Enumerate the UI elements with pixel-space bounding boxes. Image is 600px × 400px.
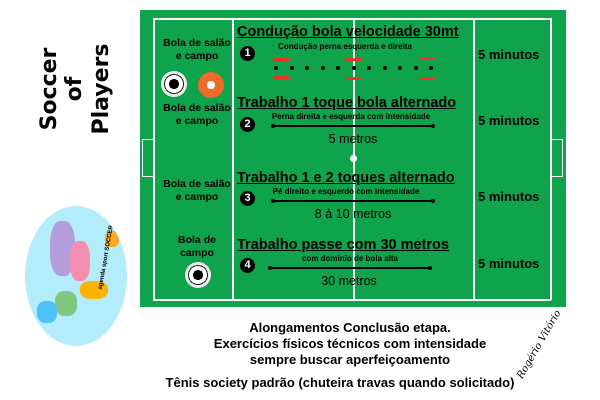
cone-dots [274, 66, 434, 70]
drill-3-distance: 8 à 10 metros [314, 207, 392, 221]
brand-of: of [62, 76, 87, 102]
drill-2-title: Trabalho 1 toque bola alternado [237, 95, 457, 111]
ball-label-1: Bola de salão e campo [163, 37, 231, 62]
drill-1-title: Condução bola velocidade 30mt [237, 24, 459, 40]
drill-4-duration: 5 minutos [478, 256, 540, 271]
drill-2-distance: 5 metros [328, 132, 378, 146]
soccer-ball-icon [185, 262, 211, 288]
distance-line [268, 265, 432, 269]
drill-4-title: Trabalho passe com 30 metros [237, 237, 449, 253]
ball-label-3: Bola de salão e campo [163, 178, 231, 203]
drill-1-duration: 5 minutos [478, 47, 540, 62]
soccer-ball-icon [161, 71, 187, 97]
ball-label-4: Bola de campo [178, 234, 216, 259]
drill-4-subtitle: com dominio de bola alta [301, 254, 398, 263]
drill-1-number: 1 [240, 46, 255, 61]
distance-line [271, 198, 435, 202]
drill-2-duration: 5 minutos [478, 113, 540, 128]
drill-2-subtitle: Perna direita e esquerda com intensidade [271, 112, 431, 121]
logo-text: agenda sport SOCCER [97, 224, 115, 291]
footer-line-4: Tênis society padrão (chuteira travas qu… [165, 375, 515, 390]
drill-3-title: Trabalho 1 e 2 toques alternado [237, 170, 455, 186]
arrow-left-icon [346, 77, 362, 80]
ball-label-2: Bola de salão e campo [163, 102, 231, 127]
footer-line-1: Alongamentos Conclusão etapa. [249, 320, 451, 335]
arrow-right-icon [274, 58, 290, 61]
drill-4-number: 4 [240, 258, 255, 273]
drill-3-number: 3 [240, 191, 255, 206]
arrow-right-icon [346, 58, 362, 61]
brand-soccer: Soccer [37, 47, 62, 131]
footer-line-3: sempre buscar aperfeiçoamento [249, 352, 451, 367]
futsal-ball-icon [198, 72, 224, 98]
drill-4-distance: 30 metros [321, 274, 377, 288]
footer-line-2: Exercícios físicos técnicos com intensid… [213, 336, 487, 351]
world-map-logo: agenda sport SOCCER [25, 206, 127, 346]
drill-2-number: 2 [240, 117, 255, 132]
brand-players: Players [89, 43, 114, 135]
arrow-left-icon [419, 77, 435, 80]
distance-line [271, 123, 435, 127]
drill-3-duration: 5 minutos [478, 189, 540, 204]
arrow-left-icon [274, 76, 290, 79]
drill-3-subtitle: Pé direito e esquerdo com intensidade [272, 187, 420, 196]
arrow-right-icon [419, 57, 435, 60]
drill-1-subtitle: Condução perna esquerda e direita [278, 42, 412, 51]
